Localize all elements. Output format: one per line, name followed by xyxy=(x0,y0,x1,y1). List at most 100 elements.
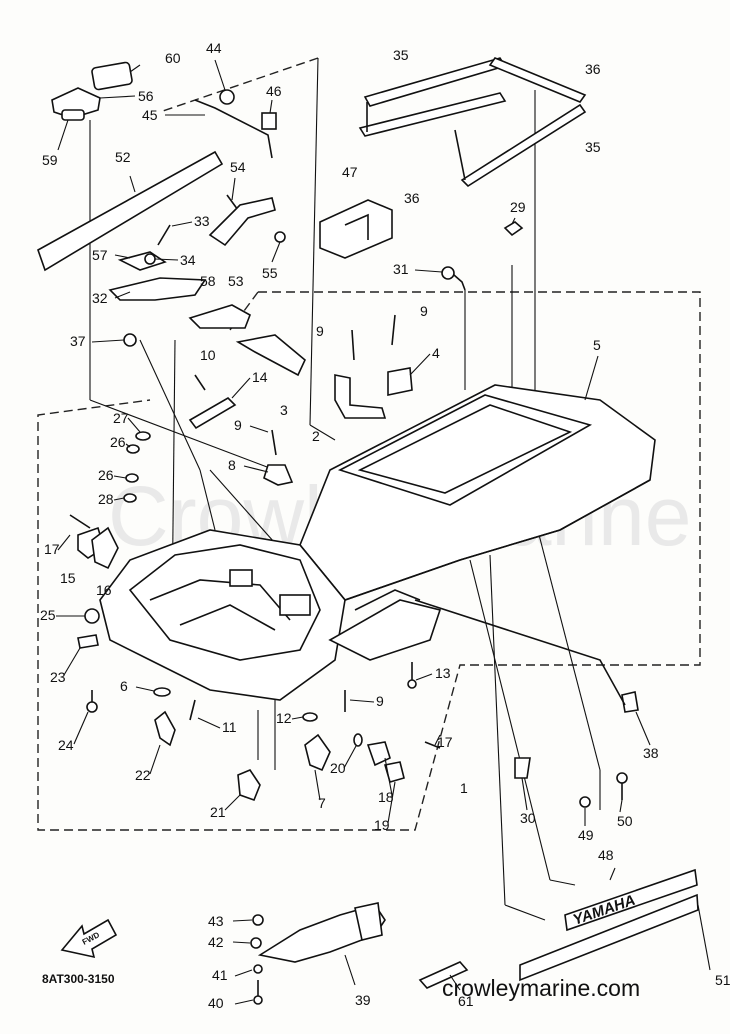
callout-leader xyxy=(135,686,155,692)
top-parts xyxy=(37,57,587,419)
callout-c38: 38 xyxy=(643,745,659,761)
callout-c15: 15 xyxy=(60,570,76,586)
callout-leader xyxy=(99,95,136,99)
callout-leader xyxy=(129,64,141,73)
callout-c26b: 26 xyxy=(98,467,114,483)
callout-leader xyxy=(271,241,281,263)
callout-c6: 6 xyxy=(120,678,128,694)
callout-leader xyxy=(243,465,269,473)
callout-leader xyxy=(154,258,179,261)
callout-c30: 30 xyxy=(520,810,536,826)
callout-c35a: 35 xyxy=(393,47,409,63)
callout-c50: 50 xyxy=(617,813,633,829)
callout-c47: 47 xyxy=(342,164,358,180)
callout-c49: 49 xyxy=(578,827,594,843)
callout-c11: 11 xyxy=(222,719,237,735)
callout-c21: 21 xyxy=(210,804,226,820)
bracket-assembly xyxy=(250,902,386,1005)
callout-c16: 16 xyxy=(96,582,112,598)
callout-leader xyxy=(129,175,136,193)
callout-leader xyxy=(231,177,236,201)
callout-c19: 19 xyxy=(374,817,390,833)
callout-c12: 12 xyxy=(276,710,292,726)
callout-leader xyxy=(434,734,441,746)
callout-c51: 51 xyxy=(715,972,730,988)
callout-c4: 4 xyxy=(432,345,440,361)
callout-leader xyxy=(73,711,89,745)
callout-c33: 33 xyxy=(194,213,210,229)
callout-c26a: 26 xyxy=(110,434,126,450)
callout-leader xyxy=(521,777,528,811)
callout-c9b: 9 xyxy=(420,303,428,319)
callout-leader xyxy=(349,699,375,703)
callout-c14: 14 xyxy=(252,369,268,385)
callout-c53: 53 xyxy=(228,273,244,289)
callout-leader xyxy=(409,353,431,376)
callout-leader xyxy=(387,781,396,824)
callout-leader xyxy=(343,745,357,769)
callout-c52: 52 xyxy=(115,149,131,165)
callout-c17a: 17 xyxy=(44,541,60,557)
callout-c10: 10 xyxy=(200,347,216,363)
callout-leader xyxy=(511,217,516,225)
callout-leader xyxy=(635,711,651,746)
diagram-code: 8AT300-3150 xyxy=(42,972,115,986)
callout-c36b: 36 xyxy=(404,190,420,206)
callout-c56: 56 xyxy=(138,88,154,104)
callout-leader xyxy=(125,443,131,448)
callout-leader xyxy=(249,425,269,433)
callout-c61: 61 xyxy=(458,993,474,1009)
callout-c5: 5 xyxy=(593,337,601,353)
callout-leader xyxy=(269,99,273,114)
callout-c35b: 35 xyxy=(585,139,601,155)
callout-c59: 59 xyxy=(42,152,58,168)
callout-c17b: 17 xyxy=(437,734,453,750)
callout-leader xyxy=(224,794,241,811)
callout-leader xyxy=(171,221,193,227)
callout-c37: 37 xyxy=(70,333,86,349)
callout-c27: 27 xyxy=(113,410,129,426)
callout-leader xyxy=(127,417,141,433)
callout-leader xyxy=(697,904,711,971)
callout-c60: 60 xyxy=(165,50,181,66)
callout-c23: 23 xyxy=(50,669,66,685)
decal-band: YAMAHA xyxy=(519,868,699,982)
callout-c55: 55 xyxy=(262,265,278,281)
callout-c24: 24 xyxy=(58,737,74,753)
hull-tray xyxy=(99,384,656,701)
callout-c39: 39 xyxy=(355,992,371,1008)
callout-c13: 13 xyxy=(435,665,451,681)
callout-leader xyxy=(232,941,251,944)
callout-leader xyxy=(113,497,125,501)
callout-c41: 41 xyxy=(212,967,228,983)
callout-c9a: 9 xyxy=(316,323,324,339)
callout-leader xyxy=(231,377,251,399)
callout-leader xyxy=(63,647,81,676)
callout-leader xyxy=(584,355,599,401)
callout-leader xyxy=(91,339,125,343)
callout-c54: 54 xyxy=(230,159,246,175)
callout-c31: 31 xyxy=(393,261,409,277)
callout-leader xyxy=(619,799,623,813)
callout-c42: 42 xyxy=(208,934,224,950)
callout-c1: 1 xyxy=(460,780,468,796)
callout-c45: 45 xyxy=(142,107,158,123)
callout-leader xyxy=(234,969,253,977)
callout-leader xyxy=(57,534,71,551)
callout-leader xyxy=(232,919,253,922)
callout-c29: 29 xyxy=(510,199,526,215)
callout-c9d: 9 xyxy=(376,693,384,709)
callout-leader xyxy=(214,59,226,91)
callout-c2: 2 xyxy=(312,428,320,444)
callout-leader xyxy=(414,269,443,273)
callout-c8: 8 xyxy=(228,457,236,473)
callout-leader xyxy=(344,954,356,986)
callout-c36a: 36 xyxy=(585,61,601,77)
callout-leader xyxy=(149,744,161,775)
callout-leader xyxy=(415,673,433,681)
site-url: crowleymarine.com xyxy=(442,975,640,1001)
callout-leader xyxy=(314,769,321,801)
